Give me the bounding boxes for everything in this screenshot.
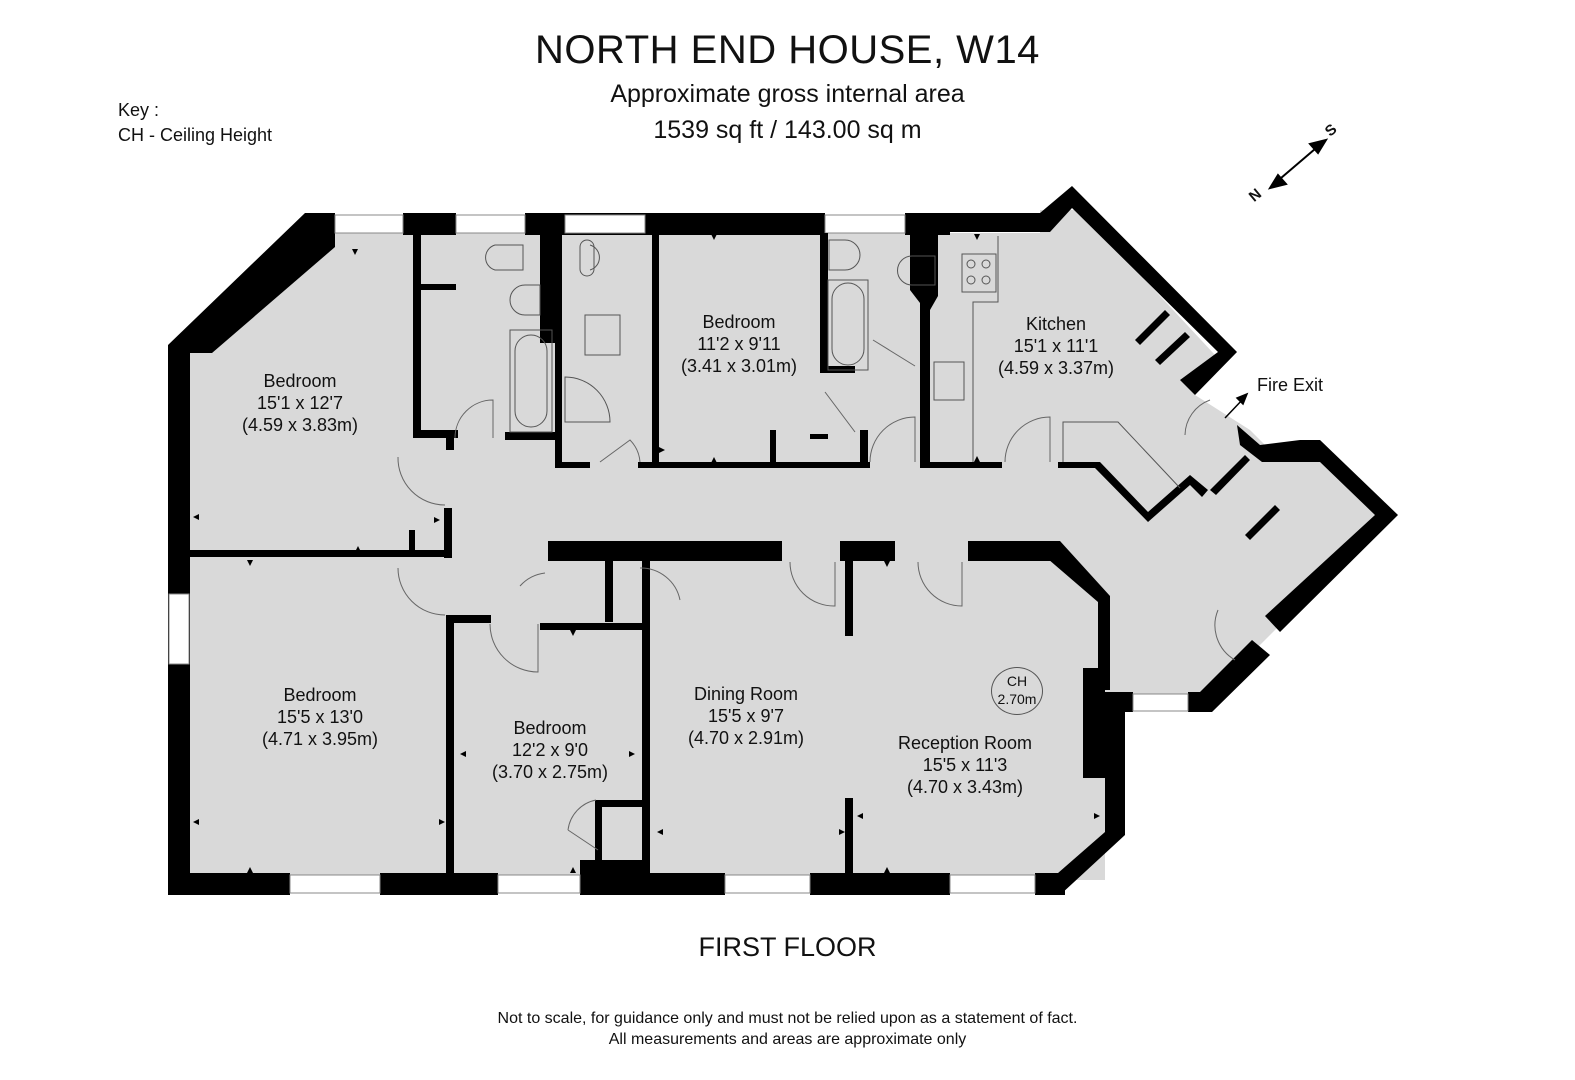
room-dimensions-metric: (4.59 x 3.37m) — [997, 358, 1115, 378]
ceiling-height-value: 2.70m — [997, 691, 1037, 707]
room-name: Kitchen — [1025, 314, 1087, 334]
key-entry-ceiling-height: CH - Ceiling Height — [118, 125, 273, 145]
room-dimensions-metric: (4.70 x 2.91m) — [687, 728, 805, 748]
room-name: Bedroom — [702, 312, 776, 332]
room-dimensions-metric: (4.70 x 3.43m) — [906, 777, 1024, 797]
room-dimensions-imperial: 15'1 x 12'7 — [257, 393, 343, 413]
disclaimer-line-1: Not to scale, for guidance only and must… — [497, 1010, 1078, 1027]
room-name: Dining Room — [693, 684, 799, 704]
compass-arrow-icon — [1267, 138, 1329, 190]
room-dimensions-metric: (3.41 x 3.01m) — [680, 356, 798, 376]
floor-label: FIRST FLOOR — [698, 932, 877, 962]
gross-area: 1539 sq ft / 143.00 sq m — [653, 116, 922, 144]
measurement-markers — [193, 234, 1100, 873]
room-dimensions-metric: (4.71 x 3.95m) — [261, 729, 379, 749]
room-dimensions-imperial: 15'5 x 11'3 — [922, 755, 1008, 775]
room-dimensions-imperial: 15'5 x 9'7 — [708, 706, 784, 726]
room-dimensions-imperial: 15'1 x 11'1 — [1013, 336, 1099, 356]
plan-subtitle: Approximate gross internal area — [610, 80, 965, 108]
room-bedroom-3: Bedroom 15'5 x 13'0 (4.71 x 3.95m) — [262, 684, 378, 750]
room-dimensions-imperial: 11'2 x 9'11 — [697, 334, 781, 354]
room-reception-room: Reception Room 15'5 x 11'3 (4.70 x 3.43m… — [898, 732, 1032, 798]
interior-walls — [190, 233, 1280, 873]
room-dining-room: Dining Room 15'5 x 9'7 (4.70 x 2.91m) — [688, 683, 804, 749]
windows — [168, 214, 1189, 894]
room-bedroom-1: Bedroom 15'1 x 12'7 (4.59 x 3.83m) — [242, 370, 358, 436]
room-dimensions-imperial: 15'5 x 13'0 — [277, 707, 363, 727]
ceiling-height-badge: CH 2.70m — [991, 667, 1043, 715]
fire-exit-label: Fire Exit — [1257, 375, 1324, 395]
plan-title: NORTH END HOUSE, W14 — [535, 28, 1040, 72]
room-name: Reception Room — [897, 733, 1033, 753]
fire-exit-arrow-icon — [1224, 392, 1249, 419]
door-swings — [397, 339, 1236, 851]
room-name: Bedroom — [263, 371, 337, 391]
room-kitchen: Kitchen 15'1 x 11'1 (4.59 x 3.37m) — [998, 313, 1114, 379]
disclaimer-line-2: All measurements and areas are approxima… — [608, 1031, 967, 1048]
room-dimensions-imperial: 12'2 x 9'0 — [512, 740, 588, 760]
room-bedroom-4: Bedroom 12'2 x 9'0 (3.70 x 2.75m) — [492, 717, 608, 783]
room-dimensions-metric: (4.59 x 3.83m) — [241, 415, 359, 435]
room-name: Bedroom — [513, 718, 587, 738]
key-heading: Key : — [118, 100, 160, 120]
fixtures — [485, 236, 1181, 489]
room-name: Bedroom — [283, 685, 357, 705]
ceiling-height-label: CH — [1006, 673, 1028, 689]
room-bedroom-2: Bedroom 11'2 x 9'11 (3.41 x 3.01m) — [681, 311, 797, 377]
room-dimensions-metric: (3.70 x 2.75m) — [491, 762, 609, 782]
